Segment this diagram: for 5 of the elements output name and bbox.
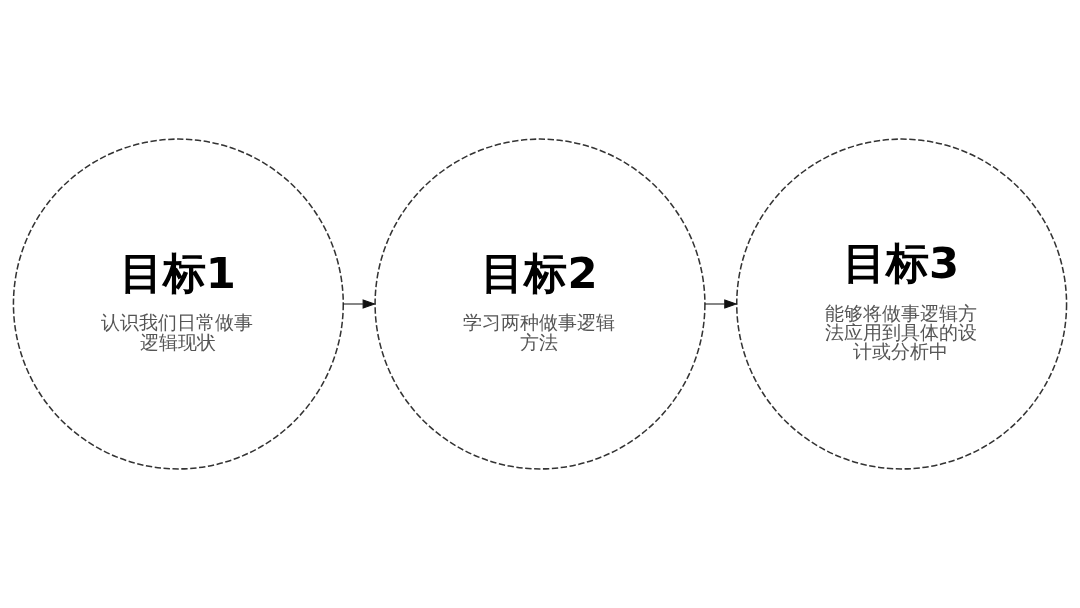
arrow xyxy=(342,299,377,309)
node-circle: 目标1 认识我们日常做事逻辑现状 xyxy=(12,138,345,470)
node-circle: 目标3 能够将做事逻辑方法应用到具体的设计或分析中 xyxy=(735,138,1068,470)
arrow xyxy=(704,299,738,309)
node-circle: 目标2 学习两种做事逻辑方法 xyxy=(374,138,706,470)
